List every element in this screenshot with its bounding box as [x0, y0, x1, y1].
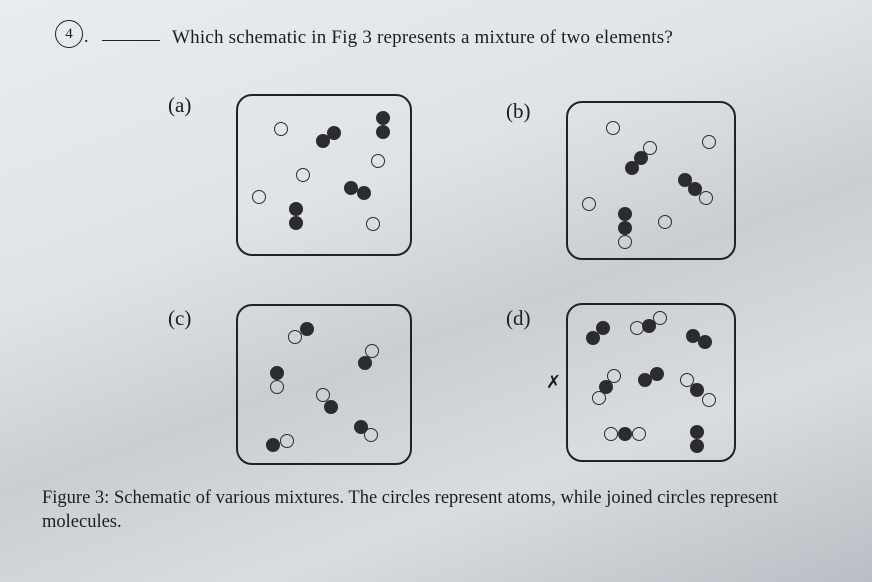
atom	[650, 367, 664, 381]
atom	[688, 182, 702, 196]
atom	[274, 122, 288, 136]
atom	[289, 216, 303, 230]
atom	[690, 425, 704, 439]
atom	[316, 134, 330, 148]
atom	[289, 202, 303, 216]
atom	[582, 197, 596, 211]
atom	[642, 319, 656, 333]
answer-blank[interactable]	[102, 40, 160, 41]
atom	[702, 135, 716, 149]
atom	[702, 393, 716, 407]
atom	[371, 154, 385, 168]
atom	[316, 388, 330, 402]
atom	[270, 380, 284, 394]
atom	[252, 190, 266, 204]
atom	[376, 125, 390, 139]
atom	[357, 186, 371, 200]
atom	[618, 221, 632, 235]
atom	[376, 111, 390, 125]
atom	[324, 400, 338, 414]
atom	[364, 428, 378, 442]
atom	[699, 191, 713, 205]
atom	[604, 427, 618, 441]
schematic-box-c	[236, 304, 412, 465]
atom	[266, 438, 280, 452]
atom	[607, 369, 621, 383]
atom	[690, 383, 704, 397]
atom	[634, 151, 648, 165]
atom	[592, 391, 606, 405]
atom	[698, 335, 712, 349]
atom	[678, 173, 692, 187]
atom	[638, 373, 652, 387]
schematic-box-d	[566, 303, 736, 462]
atom	[658, 215, 672, 229]
atom	[618, 427, 632, 441]
atom	[280, 434, 294, 448]
atom	[643, 141, 657, 155]
atom	[300, 322, 314, 336]
atom	[296, 168, 310, 182]
atom	[288, 330, 302, 344]
atom	[270, 366, 284, 380]
atom	[358, 356, 372, 370]
atom	[625, 161, 639, 175]
atom	[618, 207, 632, 221]
atom	[596, 321, 610, 335]
atom	[618, 235, 632, 249]
panel-b-label: (b)	[506, 99, 531, 123]
atom	[327, 126, 341, 140]
atom	[690, 439, 704, 453]
question-number: 4	[55, 20, 83, 48]
atom	[344, 181, 358, 195]
atom	[366, 217, 380, 231]
schematic-box-a	[236, 94, 412, 256]
question-dot: .	[84, 26, 89, 46]
atom	[680, 373, 694, 387]
panel-d-label: (d)	[506, 306, 531, 330]
atom	[599, 380, 613, 394]
atom	[586, 331, 600, 345]
atom	[606, 121, 620, 135]
panel-a-label: (a)	[168, 93, 192, 117]
panel-c-label: (c)	[168, 306, 192, 330]
atom	[653, 311, 667, 325]
question-text: Which schematic in Fig 3 represents a mi…	[172, 27, 673, 48]
figure-caption: Figure 3: Schematic of various mixtures.…	[42, 488, 778, 532]
atom	[632, 427, 646, 441]
handwritten-mark: ✗	[546, 372, 562, 392]
schematic-box-b	[566, 101, 736, 260]
atom	[365, 344, 379, 358]
